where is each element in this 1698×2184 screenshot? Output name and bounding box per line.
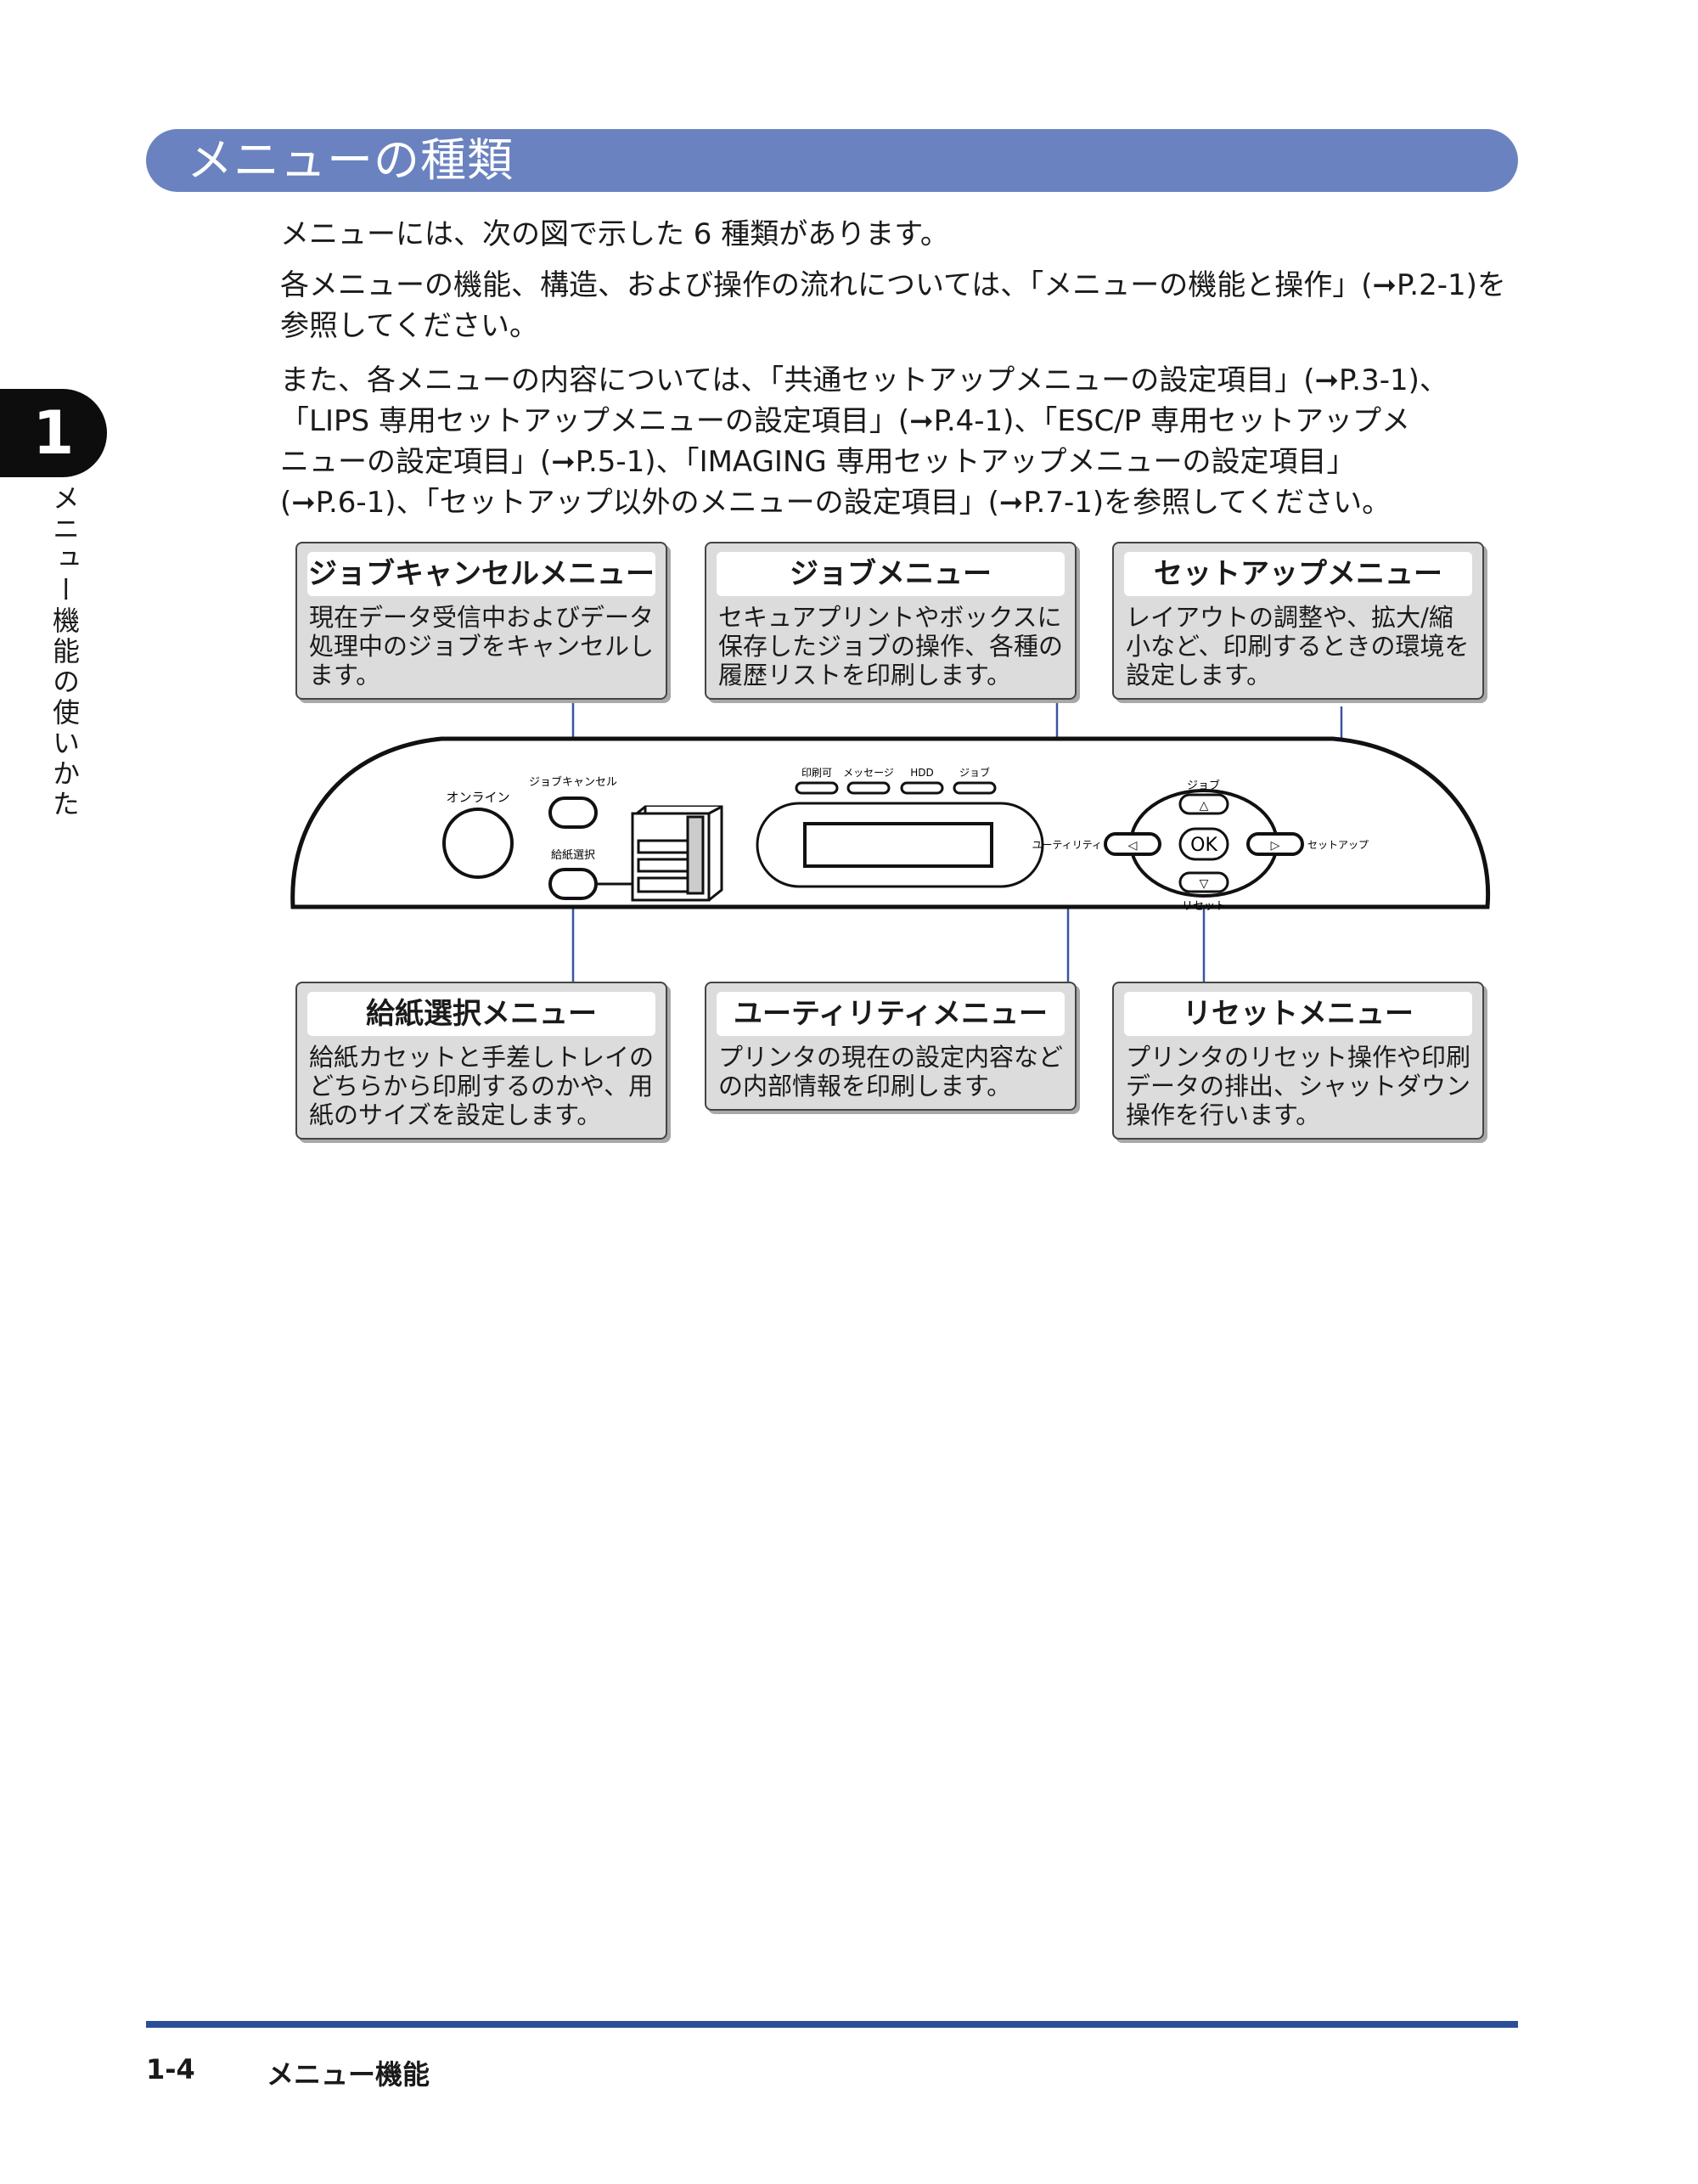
callout-title: 給紙選択メニュー [307,992,655,1036]
intro-paragraph-1: メニューには、次の図で示した 6 種類があります。 [280,217,949,251]
intro-line: (➞P.6-1)、「セットアップ以外のメニューの設定項目」(➞P.7-1)を参照… [280,486,1392,520]
ok-label: OK [1190,835,1217,856]
chapter-side-label: メニュー機能の使いかた [48,484,81,820]
job-cancel-label: ジョブキャンセル [529,775,617,789]
callout-title: ジョブキャンセルメニュー [307,552,655,596]
callout-feeder-select-menu: 給紙選択メニュー 給紙カセットと手差しトレイの どちらから印刷するのかや、用 紙… [295,982,667,1140]
hdd-lamp [900,781,944,795]
setup-nav-label: セットアップ [1307,839,1369,851]
intro-paragraph-2: 各メニューの機能、構造、および操作の流れについては、「メニューの機能と操作」(➞… [280,268,1506,343]
feeder-select-button[interactable] [548,868,598,900]
chapter-number: 1 [32,398,75,468]
callout-title: ユーティリティメニュー [717,992,1065,1036]
callout-job-menu: ジョブメニュー セキュアプリントやボックスに 保存したジョブの操作、各種の 履歴… [705,542,1077,700]
callout-description: セキュアプリントやボックスに 保存したジョブの操作、各種の 履歴リストを印刷しま… [718,603,1064,690]
callout-job-cancel-menu: ジョブキャンセルメニュー 現在データ受信中およびデータ 処理中のジョブをキャンセ… [295,542,667,700]
printer-tray-icon [631,805,723,902]
lcd-display [803,822,993,868]
message-lamp [846,781,891,795]
indicator-label: メッセージ [843,767,894,779]
ready-lamp [795,781,839,795]
section-header: メニューの種類 [146,129,1518,192]
down-button[interactable] [1178,871,1229,893]
reset-nav-label: リセット [1182,900,1226,913]
page-number: 1-4 [146,2053,195,2085]
job-lamp [953,781,997,795]
left-arrow-icon: ◁ [1128,839,1138,853]
callout-reset-menu: リセットメニュー プリンタのリセット操作や印刷 データの排出、シャットダウン 操… [1112,982,1484,1140]
intro-line: 「LIPS 専用セットアップメニューの設定項目」(➞P.4-1)、「ESC/P … [280,404,1410,438]
callout-setup-menu: セットアップメニュー レイアウトの調整や、拡大/縮 小など、印刷するときの環境を… [1112,542,1484,700]
indicator-label: ジョブ [959,766,990,779]
callout-description: 給紙カセットと手差しトレイの どちらから印刷するのかや、用 紙のサイズを設定しま… [309,1043,655,1129]
online-button[interactable] [442,808,514,879]
callout-description: プリンタの現在の設定内容など の内部情報を印刷します。 [718,1043,1064,1100]
feeder-select-label: 給紙選択 [551,849,595,862]
ok-button[interactable] [1178,827,1229,861]
job-cancel-button[interactable] [548,796,598,829]
job-nav-label: ジョブ [1187,779,1220,792]
footer-section-title: メニュー機能 [267,2058,430,2091]
indicator-label: HDD [910,767,934,779]
online-label: オンライン [446,790,509,805]
up-arrow-icon: △ [1200,799,1209,813]
left-button[interactable] [1104,832,1161,856]
footer-rule [146,2021,1518,2028]
callout-utility-menu: ユーティリティメニュー プリンタの現在の設定内容など の内部情報を印刷します。 [705,982,1077,1111]
up-button[interactable] [1178,793,1229,815]
right-button[interactable] [1246,832,1304,856]
callout-description: プリンタのリセット操作や印刷 データの排出、シャットダウン 操作を行います。 [1126,1043,1471,1129]
utility-nav-label: ユーティリティ [1032,839,1102,851]
intro-paragraph-3: また、各メニューの内容については、「共通セットアップメニューの設定項目」(➞P.… [280,360,1520,523]
callout-title: セットアップメニュー [1124,552,1472,596]
callout-description: 現在データ受信中およびデータ 処理中のジョブをキャンセルし ます。 [309,603,655,690]
intro-line: また、各メニューの内容については、「共通セットアップメニューの設定項目」(➞P.… [280,363,1448,397]
callout-description: レイアウトの調整や、拡大/縮 小など、印刷するときの環境を 設定します。 [1126,603,1470,690]
right-arrow-icon: ▷ [1271,839,1280,853]
intro-line: ニューの設定項目」(➞P.5-1)、「IMAGING 専用セットアップメニューの… [280,445,1356,479]
callout-title: リセットメニュー [1124,992,1472,1036]
indicator-label: 印刷可 [801,767,832,779]
down-arrow-icon: ▽ [1200,877,1209,891]
callout-title: ジョブメニュー [717,552,1065,596]
chapter-tab[interactable]: 1 [0,389,107,477]
section-title: メニューの種類 [187,133,514,187]
